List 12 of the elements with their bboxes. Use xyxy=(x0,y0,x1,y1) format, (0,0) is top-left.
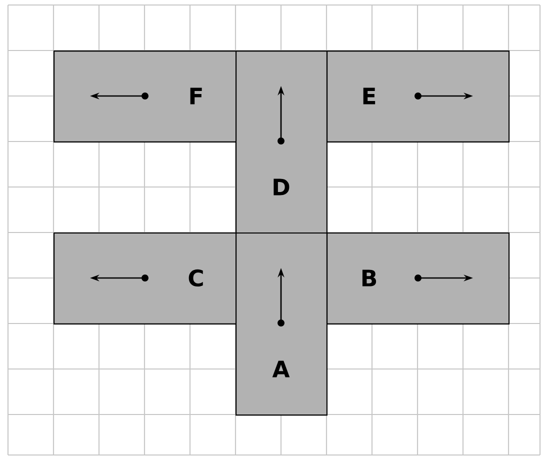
letter: E xyxy=(363,88,376,104)
panel xyxy=(326,50,510,142)
letter: F xyxy=(190,88,202,104)
panel xyxy=(54,232,237,324)
letter: D xyxy=(274,178,290,196)
panel xyxy=(326,232,510,324)
letter: B xyxy=(362,270,376,286)
letter: A xyxy=(272,360,290,378)
panel xyxy=(236,232,328,416)
letter: C xyxy=(188,269,203,287)
panel xyxy=(236,50,328,234)
panel xyxy=(54,50,237,142)
